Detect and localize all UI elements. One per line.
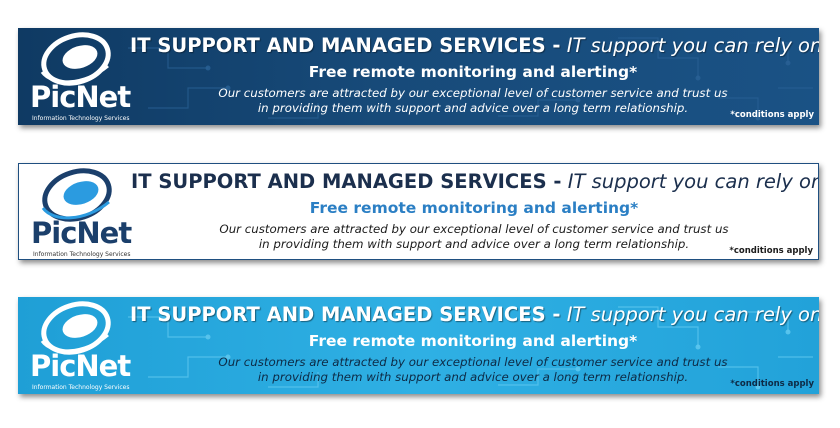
description-line-1: Our customers are attracted by our excep… xyxy=(218,86,728,100)
headline-main: IT SUPPORT AND MANAGED SERVICES - xyxy=(130,303,561,326)
banner-subheadline: Free remote monitoring and alerting* xyxy=(308,63,638,81)
conditions-note: *conditions apply xyxy=(730,379,814,389)
circuit-pattern-decoration xyxy=(128,37,813,121)
banner-headline: IT SUPPORT AND MANAGED SERVICES - IT sup… xyxy=(130,303,819,327)
picnet-logo: PicNet Information Technology Services xyxy=(25,166,132,259)
headline-tagline: IT support you can rely on. xyxy=(567,170,819,193)
description-line-1: Our customers are attracted by our excep… xyxy=(219,222,729,236)
banner-headline: IT SUPPORT AND MANAGED SERVICES - IT sup… xyxy=(131,170,819,194)
banner-light: PicNet Information Technology Services I… xyxy=(18,163,819,260)
headline-main: IT SUPPORT AND MANAGED SERVICES - xyxy=(130,34,561,57)
banner-dark: PicNet Information Technology Services I… xyxy=(18,28,819,125)
headline-tagline: IT support you can rely on. xyxy=(566,303,819,326)
description-line-1: Our customers are attracted by our excep… xyxy=(218,355,728,369)
logo-swoosh-icon xyxy=(40,32,111,86)
conditions-note: *conditions apply xyxy=(730,110,814,120)
headline-main: IT SUPPORT AND MANAGED SERVICES - xyxy=(131,170,562,193)
description-line-2: in providing them with support and advic… xyxy=(258,237,690,251)
headline-tagline: IT support you can rely on. xyxy=(566,34,819,57)
logo-swoosh-icon xyxy=(41,168,112,222)
logo-wordmark: PicNet xyxy=(30,80,131,114)
logo-wordmark: PicNet xyxy=(31,216,132,250)
logo-wordmark: PicNet xyxy=(30,349,131,383)
circuit-pattern-decoration xyxy=(128,306,813,390)
picnet-logo: PicNet Information Technology Services xyxy=(24,299,131,394)
description-line-2: in providing them with support and advic… xyxy=(257,101,689,115)
logo-tagline: Information Technology Services xyxy=(33,251,131,258)
logo-tagline: Information Technology Services xyxy=(32,115,130,122)
banner-subheadline: Free remote monitoring and alerting* xyxy=(308,332,638,350)
picnet-logo: PicNet Information Technology Services xyxy=(24,30,131,125)
banner-cyan: PicNet Information Technology Services I… xyxy=(18,297,819,394)
logo-swoosh-icon xyxy=(40,301,111,355)
banner-description: Our customers are attracted by our excep… xyxy=(131,222,817,252)
banner-description: Our customers are attracted by our excep… xyxy=(130,86,816,116)
banner-description: Our customers are attracted by our excep… xyxy=(130,355,816,385)
description-line-2: in providing them with support and advic… xyxy=(257,370,689,384)
banner-subheadline: Free remote monitoring and alerting* xyxy=(309,199,639,217)
banner-headline: IT SUPPORT AND MANAGED SERVICES - IT sup… xyxy=(130,34,819,58)
logo-tagline: Information Technology Services xyxy=(32,384,130,391)
conditions-note: *conditions apply xyxy=(729,246,813,256)
